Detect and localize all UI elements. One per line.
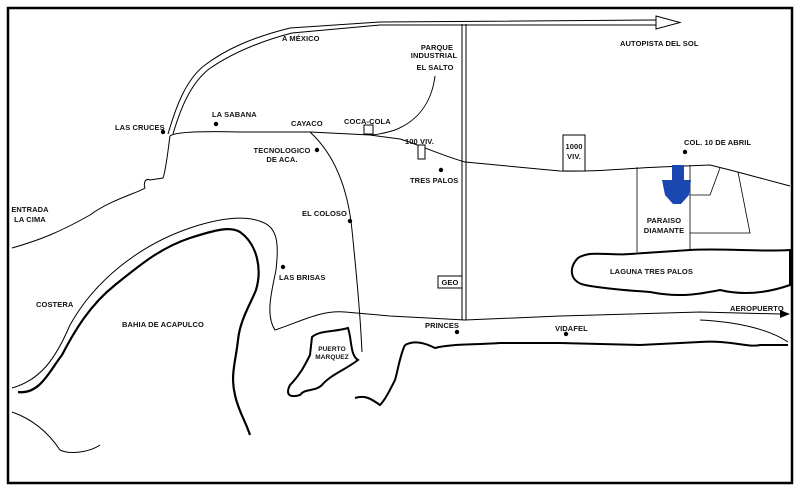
label-1000: 1000 bbox=[565, 142, 583, 151]
label-el-coloso: EL COLOSO bbox=[302, 209, 347, 218]
coca-cola-box bbox=[363, 124, 374, 135]
label-cayaco: CAYACO bbox=[291, 119, 323, 128]
1000-viv-box bbox=[562, 134, 586, 172]
label-bahia-de-acapulco: BAHIA DE ACAPULCO bbox=[122, 320, 204, 329]
label-tres-palos: TRES PALOS bbox=[410, 176, 459, 185]
label-de-aca: DE ACA. bbox=[266, 155, 298, 164]
blue-arrow-down-icon bbox=[662, 165, 691, 204]
map-border bbox=[6, 6, 794, 485]
label-las-brisas: LAS BRISAS bbox=[279, 273, 326, 282]
place-dots bbox=[160, 121, 688, 337]
puerto-marquez-outline bbox=[287, 326, 360, 398]
label-princes: PRINCES bbox=[425, 321, 460, 330]
label-paraiso: PARAISO bbox=[646, 216, 682, 225]
main-road bbox=[169, 131, 791, 187]
geo-box bbox=[437, 275, 463, 289]
label-col-10-de-abril: COL. 10 DE ABRIL bbox=[684, 138, 752, 147]
paraiso-diamante-boundary bbox=[636, 165, 751, 252]
label-la-sabana: LA SABANA bbox=[212, 110, 257, 119]
label-coca-cola: COCA-COLA bbox=[344, 117, 391, 126]
road-costera-aeropuerto bbox=[11, 217, 781, 389]
dot-icon bbox=[682, 149, 688, 155]
coast-segment bbox=[354, 344, 406, 407]
dot-icon bbox=[347, 218, 353, 224]
shoreline-west bbox=[11, 411, 101, 453]
arrow-right-icon bbox=[655, 15, 682, 30]
dot-icon bbox=[213, 121, 219, 127]
label-aeropuerto: AEROPUERTO bbox=[730, 304, 784, 313]
label-costera: COSTERA bbox=[36, 300, 74, 309]
dot-icon bbox=[454, 329, 460, 335]
dot-icon bbox=[438, 167, 444, 173]
highway-to-mexico bbox=[167, 19, 659, 135]
south-coastline bbox=[404, 340, 788, 350]
dot-icon bbox=[563, 331, 569, 337]
dot-icon bbox=[280, 264, 286, 270]
label-vidafel: VIDAFEL bbox=[555, 324, 588, 333]
label-parque: PARQUE bbox=[420, 43, 454, 52]
label-industrial: INDUSTRIAL bbox=[410, 51, 458, 60]
label-autopista-del-sol: AUTOPISTA DEL SOL bbox=[620, 39, 699, 48]
road-parque-industrial bbox=[369, 75, 436, 136]
label-las-cruces: LAS CRUCES bbox=[115, 123, 165, 132]
road-cayaco bbox=[309, 131, 363, 353]
vertical-road bbox=[461, 24, 467, 320]
label-puerto: PUERTO bbox=[318, 346, 346, 353]
label-tecnologico: TECNOLOGICO bbox=[253, 146, 311, 155]
label-la-cima: LA CIMA bbox=[14, 215, 46, 224]
dot-icon bbox=[160, 129, 166, 135]
label-entrada: ENTRADA bbox=[11, 205, 49, 214]
label-a-mexico: A MÉXICO bbox=[282, 34, 320, 43]
bay-coastline bbox=[17, 228, 260, 436]
label-el-salto: EL SALTO bbox=[416, 63, 454, 72]
label-marquez: MARQUEZ bbox=[315, 354, 349, 361]
road-la-cima bbox=[11, 135, 171, 249]
100-viv-box bbox=[417, 144, 426, 160]
label-geo: GEO bbox=[441, 278, 459, 287]
label-laguna-tres-palos: LAGUNA TRES PALOS bbox=[610, 267, 693, 276]
dot-icon bbox=[314, 147, 320, 153]
label-diamante: DIAMANTE bbox=[643, 226, 685, 235]
coast-road-edge bbox=[699, 319, 789, 343]
label-viv: VIV. bbox=[567, 152, 581, 161]
label-100-viv: 100 VIV. bbox=[405, 137, 434, 146]
arrow-right-icon bbox=[780, 310, 790, 318]
